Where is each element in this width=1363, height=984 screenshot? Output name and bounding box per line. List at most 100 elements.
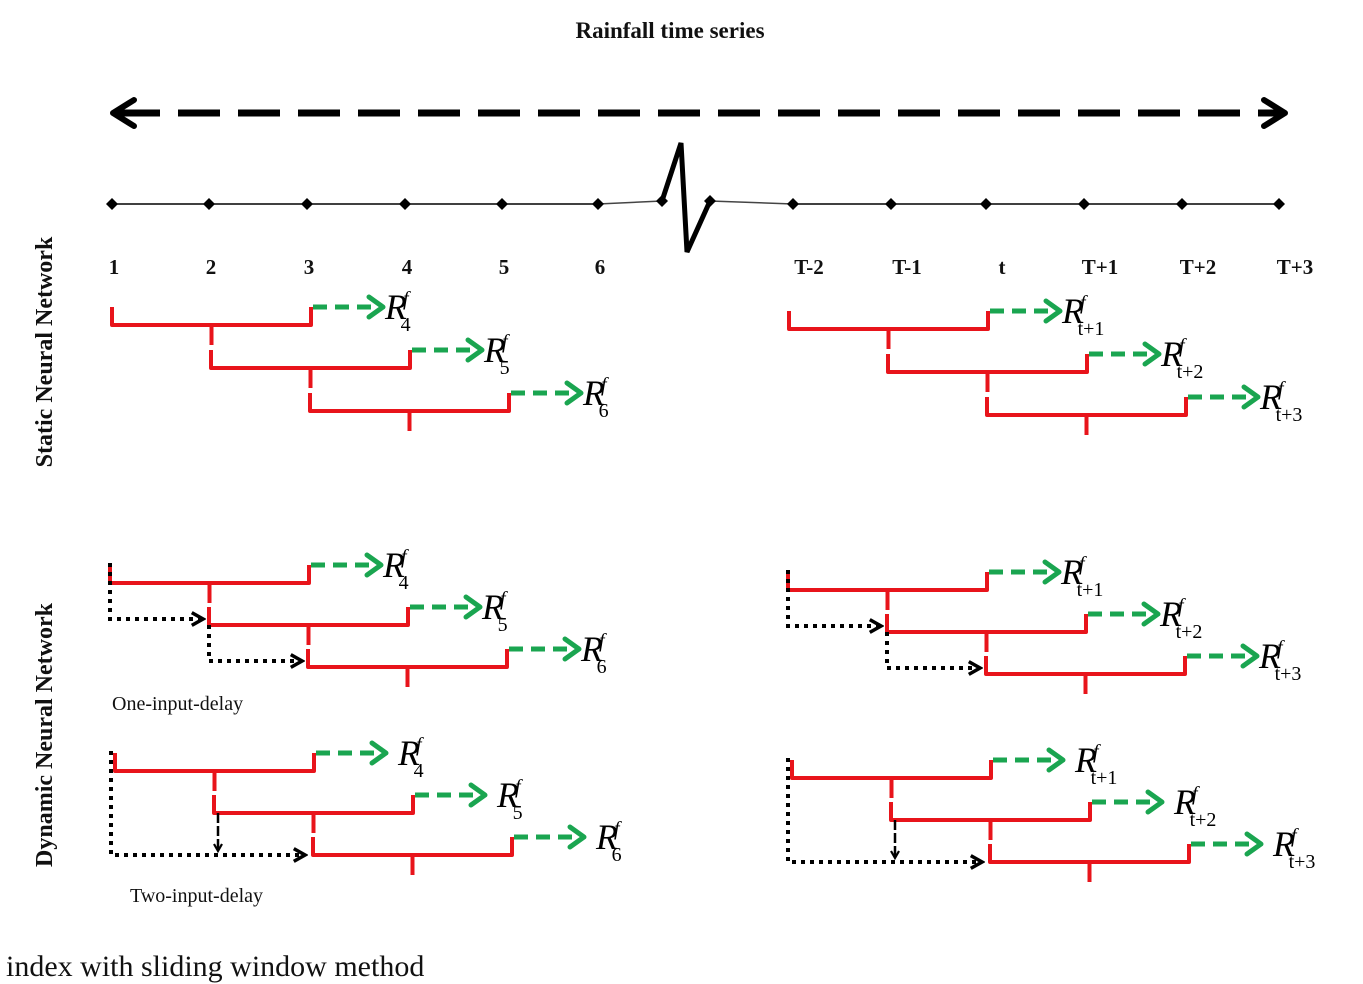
timeline-point-marker — [1273, 198, 1285, 210]
timeline-point-marker — [203, 198, 215, 210]
forecast-superscript: f — [1278, 378, 1286, 400]
forecast-subscript: 5 — [500, 357, 510, 379]
sliding-window-bracket — [209, 350, 412, 370]
forecast-arrow-head — [1142, 341, 1162, 367]
sliding-window-bracket — [306, 649, 509, 669]
axis-line-gap-right — [709, 200, 794, 205]
timeline-point-marker — [885, 198, 897, 210]
sliding-window-bracket — [984, 656, 1187, 676]
forecast-superscript: f — [515, 776, 523, 798]
sliding-window-bracket — [885, 614, 1088, 634]
forecast-superscript: f — [601, 374, 609, 396]
forecast-superscript: f — [1080, 292, 1088, 314]
timeline-point-marker — [1078, 198, 1090, 210]
tick-label: T+3 — [1277, 255, 1313, 279]
tick-label: 2 — [206, 255, 217, 279]
timeline-point-marker — [399, 198, 411, 210]
sliding-window-bracket — [308, 393, 511, 413]
forecast-subscript: t+3 — [1289, 851, 1316, 873]
forecast-subscript: 4 — [414, 760, 424, 782]
forecast-arrow-head — [366, 294, 386, 320]
forecast-superscript: f — [500, 588, 508, 610]
sliding-window-bracket — [113, 753, 316, 773]
forecast-symbol: R — [397, 733, 420, 773]
forecast-symbol: R — [481, 587, 504, 627]
forecast-arrow-head — [1046, 747, 1066, 773]
tick-label: T-2 — [794, 255, 824, 279]
dynamic-network-label: Dynamic Neural Network — [32, 602, 58, 867]
forecast-subscript: 6 — [612, 844, 622, 866]
forecast-arrow-head — [1241, 384, 1261, 410]
forecast-subscript: t+3 — [1276, 404, 1303, 426]
timeline-point-marker — [704, 195, 716, 207]
forecast-arrow-head — [463, 594, 483, 620]
forecast-superscript: f — [502, 331, 510, 353]
sliding-window-bracket — [889, 802, 1092, 822]
delay-type-label: One-input-delay — [112, 693, 243, 715]
forecast-symbol: R — [1173, 782, 1196, 822]
tick-label: 6 — [595, 255, 606, 279]
forecast-subscript: 4 — [401, 314, 411, 336]
forecast-superscript: f — [416, 734, 424, 756]
tick-label: T+2 — [1180, 255, 1216, 279]
figure-caption: index with sliding window method — [6, 950, 425, 983]
forecast-output-label: Rf t+2 — [1173, 782, 1216, 831]
forecast-symbol: R — [582, 373, 605, 413]
forecast-subscript: 4 — [399, 572, 409, 594]
forecast-superscript: f — [1079, 553, 1087, 575]
forecast-arrow-head — [1043, 298, 1063, 324]
delay-arrow — [885, 632, 980, 668]
timeline-point-marker — [656, 195, 668, 207]
forecast-subscript: 5 — [498, 614, 508, 636]
forecast-superscript: f — [1093, 741, 1101, 763]
forecast-subscript: t+3 — [1275, 663, 1302, 685]
delay-arrow — [786, 758, 982, 862]
forecast-output-label: Rf 4 — [384, 287, 411, 336]
forecast-output-label: Rf 4 — [397, 733, 424, 782]
forecast-arrow-head — [369, 740, 389, 766]
timeline-point-marker — [496, 198, 508, 210]
forecast-symbol: R — [384, 287, 407, 327]
forecast-superscript: f — [403, 288, 411, 310]
forecast-subscript: t+2 — [1190, 809, 1217, 831]
forecast-superscript: f — [614, 818, 622, 840]
sliding-window-bracket — [108, 565, 311, 585]
sliding-window-bracket — [212, 795, 415, 815]
timeline-point-marker — [980, 198, 992, 210]
timeline-point-marker — [592, 198, 604, 210]
forecast-arrow-head — [465, 337, 485, 363]
arrow-left-head — [110, 97, 137, 129]
forecast-output-label: Rf 5 — [481, 587, 508, 636]
forecast-symbol: R — [1258, 636, 1281, 676]
delay-arrow — [207, 625, 302, 661]
forecast-symbol: R — [1272, 824, 1295, 864]
delay-arrow — [108, 563, 203, 619]
delay-arrow — [786, 570, 881, 626]
forecast-arrow-head — [564, 380, 584, 406]
forecast-subscript: 6 — [597, 656, 607, 678]
forecast-symbol: R — [483, 330, 506, 370]
forecast-symbol: R — [1159, 594, 1182, 634]
sliding-window-bracket — [790, 760, 993, 780]
forecast-subscript: t+1 — [1077, 579, 1104, 601]
arrow-right-head — [1261, 97, 1288, 129]
sliding-window-bracket — [207, 607, 410, 627]
sliding-window-bracket — [786, 572, 989, 592]
forecast-subscript: t+2 — [1176, 621, 1203, 643]
tick-label: 5 — [499, 255, 510, 279]
forecast-superscript: f — [1192, 783, 1200, 805]
